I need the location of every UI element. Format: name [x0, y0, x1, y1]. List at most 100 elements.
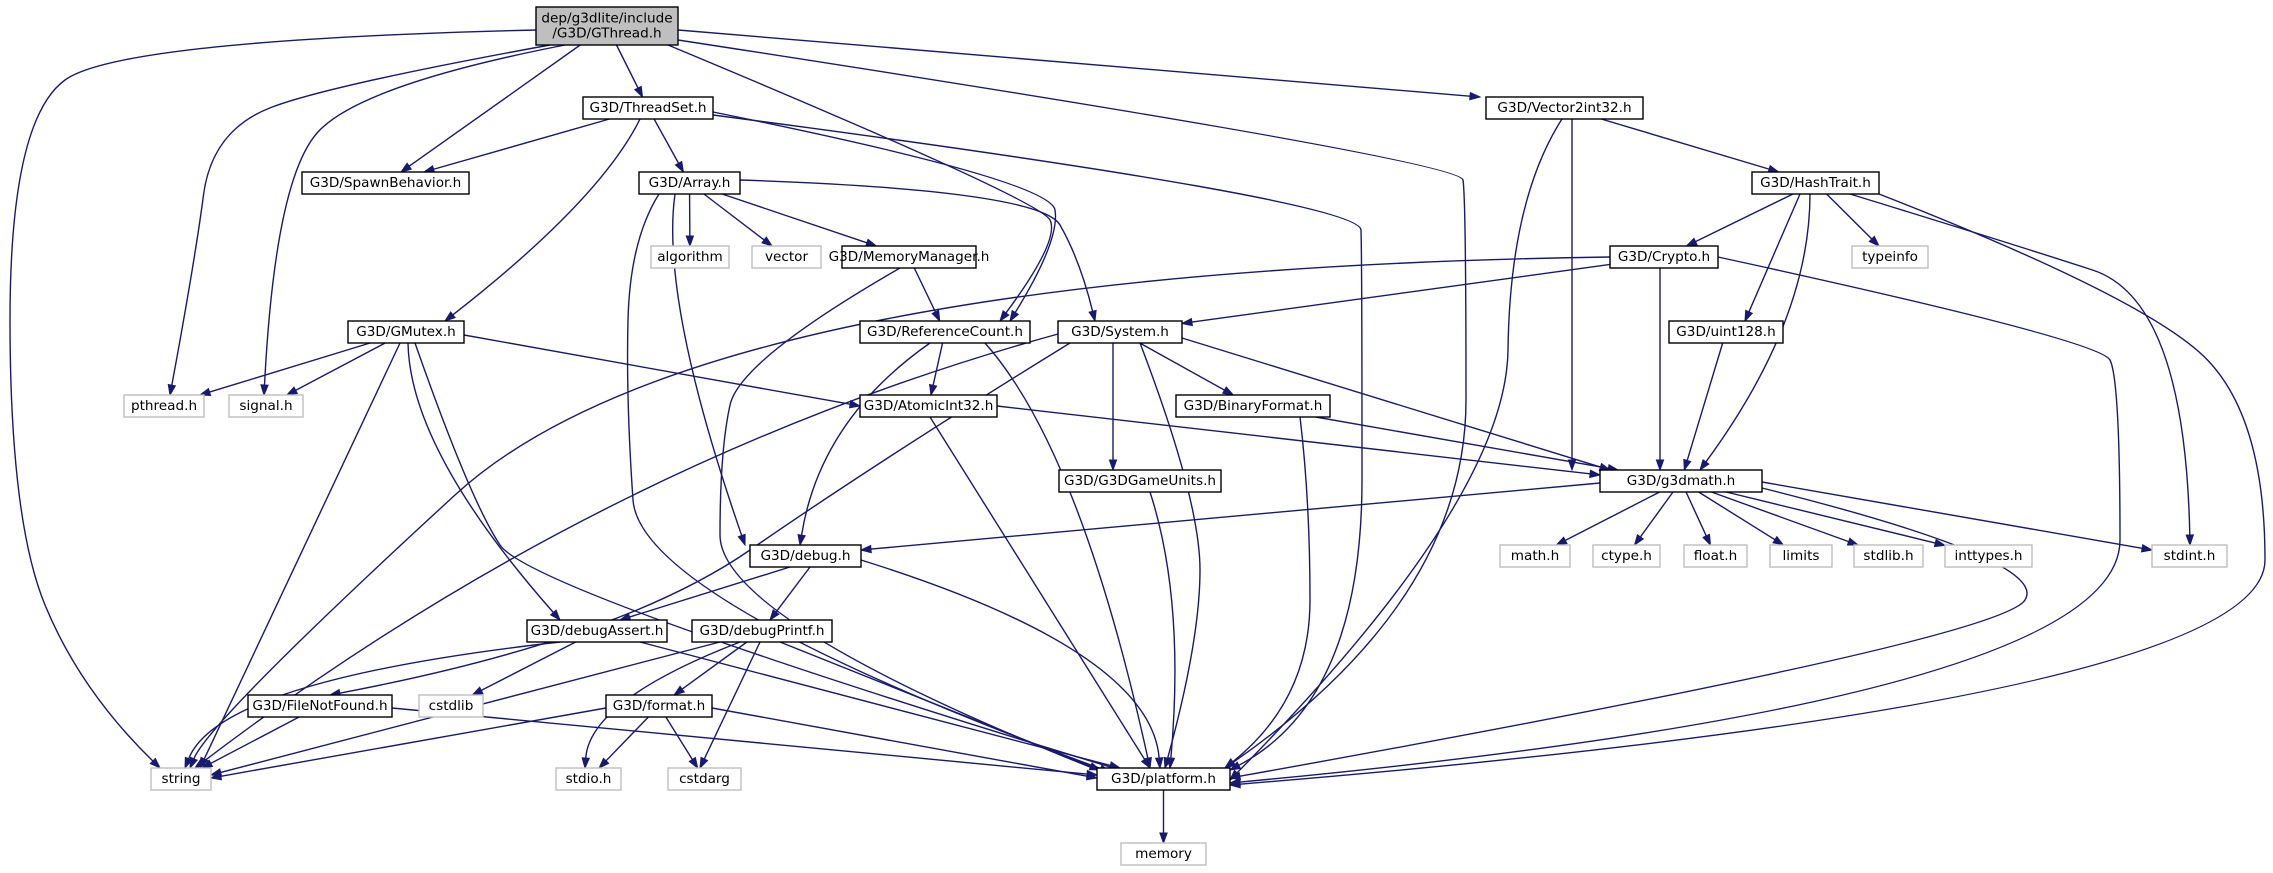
edge-hashtrait-to-crypto [1685, 193, 1794, 247]
edge-arrowhead [797, 533, 806, 547]
edge-arrowhead [1228, 771, 1242, 781]
edge-line [1711, 491, 1849, 543]
node-memorymanager[interactable]: G3D/MemoryManager.h [829, 245, 990, 269]
edge-line [9, 29, 537, 762]
node-box [247, 694, 393, 718]
edge-gmutex-to-signal [285, 342, 386, 396]
edge-line [1191, 263, 1611, 323]
edge-line [210, 716, 300, 764]
node-binaryformat[interactable]: G3D/BinaryFormat.h [1175, 394, 1331, 418]
node-box [1853, 544, 1924, 568]
edge-line [665, 716, 693, 760]
edge-arrowhead [1088, 309, 1097, 323]
edge-gthread-to-referencecount [667, 44, 1053, 323]
node-box [301, 171, 470, 195]
node-g3dgameunits[interactable]: G3D/G3DGameUnits.h [1058, 469, 1222, 493]
node-debug[interactable]: G3D/debug.h [749, 544, 862, 568]
edge-line [408, 44, 581, 167]
node-spawnbehavior[interactable]: G3D/SpawnBehavior.h [301, 171, 470, 195]
node-algorithm: algorithm [650, 245, 730, 269]
edge-line [391, 707, 1088, 775]
edge-arrowhead [581, 757, 591, 770]
node-label: G3D/uint128.h [1676, 324, 1775, 340]
edge-format-to-stdioh [598, 716, 649, 770]
edge-line [1232, 416, 1311, 763]
edge-gthread-to-threadset [615, 44, 644, 99]
edge-arrowhead [848, 399, 862, 409]
edge-hashtrait-to-uint128 [1744, 193, 1801, 323]
edge-line [929, 416, 1146, 760]
node-uint128[interactable]: G3D/uint128.h [1668, 320, 1784, 344]
node-hashtrait[interactable]: G3D/HashTrait.h [1751, 171, 1880, 195]
node-threadset[interactable]: G3D/ThreadSet.h [582, 96, 714, 120]
node-debugprintf[interactable]: G3D/debugPrintf.h [691, 619, 833, 643]
edge-arrowhead [1228, 761, 1242, 771]
node-limits: limits [1769, 544, 1833, 568]
node-array[interactable]: G3D/Array.h [638, 171, 741, 195]
node-atomicint32[interactable]: G3D/AtomicInt32.h [859, 394, 998, 418]
edge-arrowhead [198, 387, 212, 397]
edge-line [407, 342, 554, 613]
edge-line [870, 482, 1601, 550]
node-label: G3D/GMutex.h [356, 324, 456, 340]
edge-line [1686, 342, 1724, 461]
edge-line [1239, 487, 2028, 777]
edge-g3dmath-to-inttypesh [1725, 491, 1947, 548]
node-label: G3D/AtomicInt32.h [864, 398, 994, 414]
edge-platform-to-memory [1159, 790, 1168, 845]
edge-line [452, 118, 641, 316]
edge-array-to-memorymanager [721, 193, 878, 247]
node-stdioh: stdio.h [555, 767, 622, 791]
node-vector2int32[interactable]: G3D/Vector2int32.h [1485, 96, 1644, 120]
edge-g3dmath-to-stdinth [1761, 481, 2154, 553]
edge-line [193, 256, 1611, 760]
edge-line [775, 566, 811, 613]
node-g3dmath[interactable]: G3D/g3dmath.h [1599, 469, 1763, 493]
node-system[interactable]: G3D/System.h [1057, 320, 1183, 344]
node-filenotfound[interactable]: G3D/FileNotFound.h [247, 694, 393, 718]
node-format[interactable]: G3D/format.h [605, 694, 713, 718]
node-gmutex[interactable]: G3D/GMutex.h [347, 320, 465, 344]
edge-arrowhead [184, 756, 193, 770]
node-box [123, 394, 205, 418]
edge-line [1315, 416, 1609, 469]
node-box [555, 767, 622, 791]
edge-line [913, 267, 937, 313]
edge-system-to-g3dgameunits [1108, 343, 1118, 472]
edge-debug-to-debugassert [618, 566, 791, 621]
edge-crypto-to-system [1180, 263, 1611, 327]
edge-crypto-to-platform [1228, 256, 2121, 787]
edge-line [188, 641, 561, 759]
edge-line [1748, 193, 1801, 313]
node-typeinfo: typeinfo [1851, 245, 1929, 269]
edge-line [615, 44, 639, 89]
edge-arrowhead [1744, 309, 1754, 323]
edge-arrowhead [1933, 538, 1947, 548]
node-platform[interactable]: G3D/platform.h [1096, 767, 1231, 791]
node-gthread[interactable]: dep/g3dlite/include/G3D/GThread.h [535, 6, 679, 46]
edge-memorymanager-to-platform [719, 267, 1112, 776]
node-debugassert[interactable]: G3D/debugAssert.h [526, 619, 668, 643]
edge-line [203, 342, 401, 760]
node-box [841, 245, 977, 269]
edge-arrowhead [598, 757, 610, 770]
edge-filenotfound-to-platform [391, 707, 1099, 779]
node-label: G3D/format.h [613, 698, 706, 714]
node-box [1175, 394, 1331, 418]
edge-gthread-to-vector2int32 [677, 29, 1482, 101]
edge-arrowhead [209, 771, 223, 781]
node-referencecount[interactable]: G3D/ReferenceCount.h [859, 320, 1031, 344]
node-box [1499, 544, 1571, 568]
node-label: G3D/SpawnBehavior.h [310, 175, 462, 191]
edge-line [1685, 491, 1707, 537]
edge-g3dmath-to-stdlibh [1711, 491, 1860, 546]
node-label: G3D/Crypto.h [1618, 249, 1710, 265]
edge-arrowhead [999, 309, 1010, 323]
edge-line [414, 342, 1111, 768]
edge-arrowhead [1221, 386, 1235, 396]
edge-format-to-cstdarg [665, 716, 699, 770]
edge-arrowhead [2140, 543, 2154, 553]
node-box [418, 694, 484, 718]
node-crypto[interactable]: G3D/Crypto.h [1609, 245, 1719, 269]
edge-arrowhead [193, 758, 206, 769]
